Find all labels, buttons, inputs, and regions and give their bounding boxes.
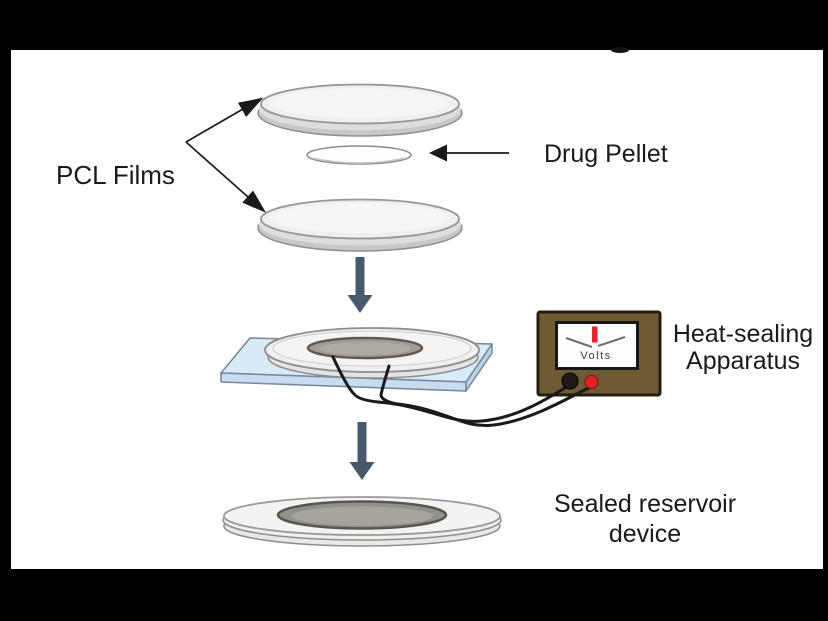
sealed-device-label: Sealed reservoir device (540, 489, 750, 549)
arrowhead-icon (347, 295, 373, 313)
power-knob-red (584, 375, 599, 389)
arrowhead-icon (242, 190, 267, 213)
heat-sealing-label-line1: Heat-sealing (672, 320, 814, 348)
arrowhead-icon (349, 462, 375, 480)
heat-sealing-label: Heat-sealing Apparatus (658, 321, 828, 375)
cropped-text-remnant (611, 47, 629, 53)
stacked-films-on-platform (264, 327, 480, 379)
sealed-reservoir-device (222, 496, 502, 547)
diagram-canvas (11, 50, 823, 569)
pcl-films-pointer-arrows (185, 97, 267, 213)
pcl-film-top (257, 83, 463, 137)
sealed-device-label-line1: Sealed reservoir (553, 490, 737, 518)
arrowhead-icon (429, 144, 447, 162)
heat-sealing-apparatus: Volts (536, 310, 662, 397)
power-knob-black (561, 372, 579, 390)
voltmeter-scale-icon (565, 336, 626, 348)
heat-sealing-label-line2: Apparatus (686, 347, 800, 375)
voltmeter-needle-icon (592, 326, 598, 343)
arrowhead-icon (237, 97, 264, 117)
drug-pellet-shape (306, 145, 412, 165)
pcl-films-label: PCL Films (56, 160, 175, 190)
drug-pellet-arrow (429, 144, 509, 162)
process-arrow-2 (349, 422, 375, 480)
process-arrow-1 (347, 257, 373, 313)
sealed-device-label-line2: device (608, 520, 682, 548)
drug-pellet-label: Drug Pellet (544, 140, 668, 168)
electrode-wires (331, 355, 594, 428)
volts-label: Volts (580, 350, 611, 362)
pcl-film-bottom (257, 198, 463, 252)
